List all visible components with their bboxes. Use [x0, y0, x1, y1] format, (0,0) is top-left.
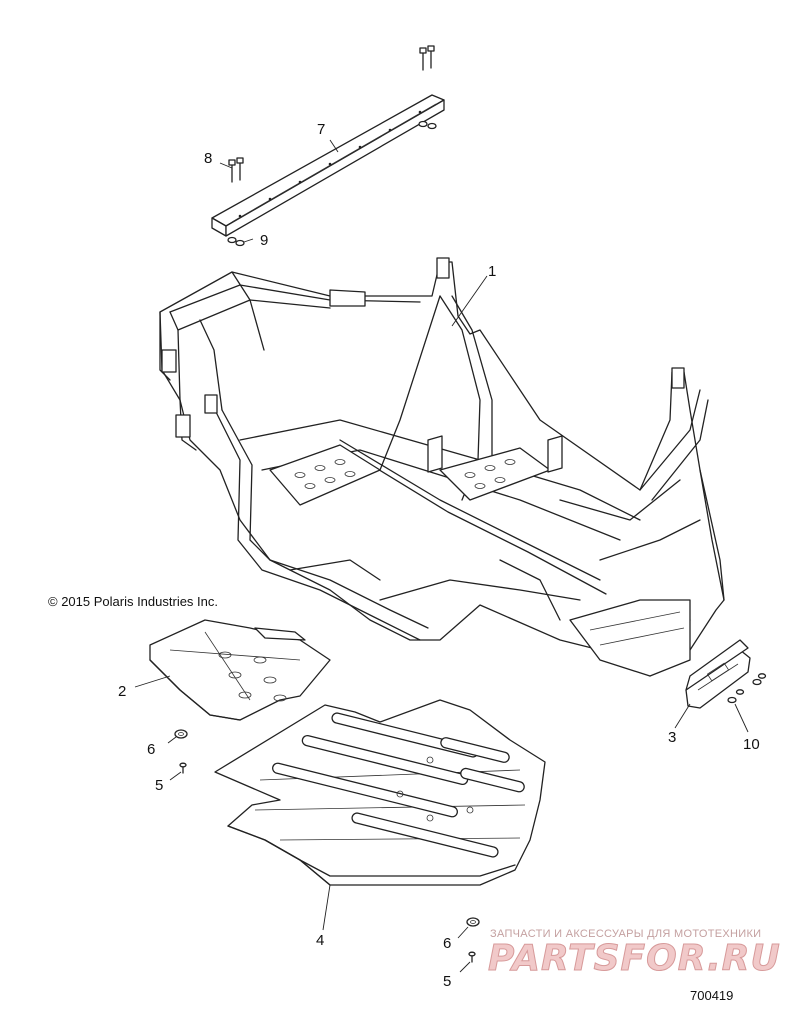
callout-1: 1 [488, 263, 496, 280]
part-5-screw-upper [179, 762, 187, 774]
part-5-screw-lower [468, 951, 476, 963]
part-4-main-skid-plate [214, 699, 546, 886]
copyright-notice: © 2015 Polaris Industries Inc. [48, 594, 218, 609]
part-8-bolts [228, 45, 435, 183]
part-6-washer-upper [174, 729, 188, 739]
callout-4: 4 [316, 932, 324, 949]
part-3-bracket [685, 639, 751, 709]
part-9-nuts [227, 120, 437, 247]
callout-labels: 1 2 3 4 5 6 7 8 9 10 6 5 [118, 121, 760, 990]
callout-6-upper: 6 [147, 741, 155, 758]
leader-lines [134, 139, 749, 973]
watermark-tagline: ЗАПЧАСТИ И АКСЕССУАРЫ ДЛЯ МОТОТЕХНИКИ [490, 928, 762, 940]
callout-7: 7 [317, 121, 325, 138]
watermark-logo: PARTSFOR.RU [488, 938, 781, 980]
part-10-fasteners [727, 673, 767, 704]
part-7-cross-tube [211, 94, 445, 237]
part-1-main-frame [159, 257, 725, 677]
callout-9: 9 [260, 232, 268, 249]
callout-3: 3 [668, 729, 676, 746]
diagram-id: 700419 [690, 988, 734, 1003]
part-6-washer-lower [466, 917, 480, 927]
callout-5-lower: 5 [443, 973, 451, 990]
callout-5-upper: 5 [155, 777, 163, 794]
callout-8: 8 [204, 150, 212, 167]
callout-10: 10 [743, 736, 760, 753]
callout-2: 2 [118, 683, 126, 700]
callout-6-lower: 6 [443, 935, 451, 952]
part-2-skid-plate [149, 619, 331, 721]
